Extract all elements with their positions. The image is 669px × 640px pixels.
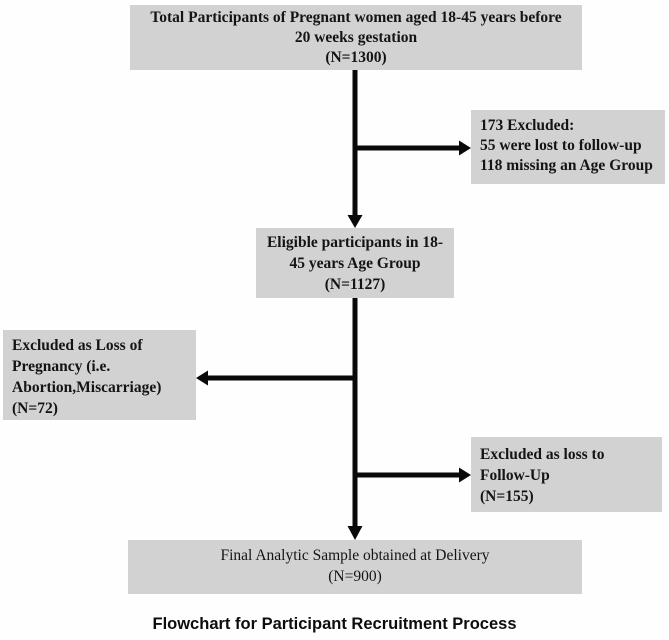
box-text-line: Abortion,Miscarriage)	[12, 379, 162, 396]
box-text-line: (N=155)	[480, 488, 534, 505]
arrowhead-left-excluded-pregnancy-icon	[196, 370, 208, 386]
box-text-line: Excluded as Loss of	[12, 337, 143, 354]
box-excluded-initial: 173 Excluded: 55 were lost to follow-up …	[471, 110, 665, 184]
box-total-participants: Total Participants of Pregnant women age…	[130, 5, 582, 70]
box-text-line: Final Analytic Sample obtained at Delive…	[220, 547, 490, 564]
box-text-line: 173 Excluded:	[480, 117, 575, 134]
box-excluded-pregnancy-loss: Excluded as Loss of Pregnancy (i.e. Abor…	[3, 330, 196, 420]
arrowhead-right-excluded-followup-icon	[459, 467, 471, 483]
box-text-line: Eligible participants in 18-	[266, 234, 444, 251]
arrowhead-right-excluded-initial-icon	[459, 140, 471, 156]
box-text-line: Excluded as loss to	[480, 446, 605, 463]
arrowhead-down-eligible-icon	[347, 215, 363, 228]
box-text-line: 55 were lost to follow-up	[480, 137, 642, 154]
box-text-line: (N=1127)	[324, 276, 386, 293]
box-text-line: Pregnancy (i.e.	[12, 358, 111, 375]
arrowhead-down-final-icon	[347, 526, 363, 540]
box-text-line: 20 weeks gestation	[294, 29, 418, 46]
box-eligible-participants: Eligible participants in 18- 45 years Ag…	[256, 228, 454, 298]
box-text-line: 118 missing an Age Group	[480, 157, 653, 174]
box-text-line: (N=1300)	[325, 49, 387, 66]
box-text-line: 45 years Age Group	[289, 255, 421, 272]
box-excluded-followup: Excluded as loss to Follow-Up (N=155)	[471, 437, 662, 512]
box-text-line: (N=900)	[328, 568, 382, 585]
box-final-analytic-sample: Final Analytic Sample obtained at Delive…	[128, 540, 582, 594]
figure-caption: Flowchart for Participant Recruitment Pr…	[152, 615, 517, 633]
box-text-line: Follow-Up	[480, 467, 550, 484]
box-text-line: Total Participants of Pregnant women age…	[150, 9, 562, 26]
box-text-line: (N=72)	[12, 400, 58, 417]
